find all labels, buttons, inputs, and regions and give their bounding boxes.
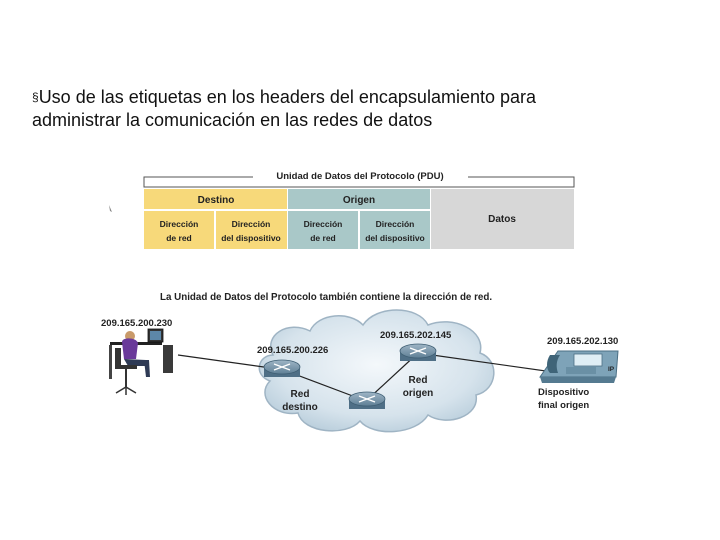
datos-label: Datos bbox=[488, 214, 516, 225]
dest-disp-line1: Dirección bbox=[232, 219, 271, 229]
orig-disp-line2: del dispositivo bbox=[365, 233, 425, 243]
dispositivo-line2: final origen bbox=[538, 400, 589, 411]
phone-ip: 209.165.202.130 bbox=[547, 336, 618, 347]
red-destino-line1: Red bbox=[291, 389, 310, 400]
phone-badge: IP bbox=[608, 366, 615, 373]
slide-text-line2: administrar la comunicación en las redes… bbox=[32, 110, 432, 130]
user-workstation-icon bbox=[109, 329, 173, 395]
ip-phone-icon: IP bbox=[540, 351, 618, 383]
slide-text-line1: Uso de las etiquetas en los headers del … bbox=[39, 87, 536, 107]
pdu-network-figure: Unidad de Datos del Protocolo (PDU) Dest… bbox=[88, 155, 633, 455]
router-destino-icon bbox=[264, 360, 300, 377]
dest-red-cell bbox=[144, 211, 214, 249]
orig-red-cell bbox=[288, 211, 358, 249]
orig-red-line1: Dirección bbox=[304, 219, 343, 229]
dest-red-line2: de red bbox=[166, 233, 192, 243]
router-dest-ip: 209.165.200.226 bbox=[257, 345, 328, 356]
dest-red-line1: Dirección bbox=[160, 219, 199, 229]
cursor-icon bbox=[109, 205, 112, 212]
dest-disp-line2: del dispositivo bbox=[221, 233, 281, 243]
router-origen-icon bbox=[400, 344, 436, 361]
pdu-title: Unidad de Datos del Protocolo (PDU) bbox=[276, 171, 443, 182]
orig-disp-cell bbox=[360, 211, 430, 249]
network-caption: La Unidad de Datos del Protocolo también… bbox=[160, 292, 492, 303]
orig-disp-line1: Dirección bbox=[376, 219, 415, 229]
red-origen-line2: origen bbox=[403, 388, 434, 399]
figure-svg: Unidad de Datos del Protocolo (PDU) Dest… bbox=[88, 155, 633, 455]
pdu-header: Unidad de Datos del Protocolo (PDU) bbox=[144, 167, 574, 187]
bullet-marker: § bbox=[32, 90, 39, 104]
red-origen-line1: Red bbox=[409, 375, 428, 386]
slide-text: §Uso de las etiquetas en los headers del… bbox=[32, 86, 672, 132]
dispositivo-line1: Dispositivo bbox=[538, 387, 589, 398]
destino-label: Destino bbox=[198, 195, 235, 206]
router-middle-icon bbox=[349, 392, 385, 409]
origen-label: Origen bbox=[343, 195, 375, 206]
red-destino-line2: destino bbox=[282, 402, 318, 413]
pc-ip: 209.165.200.230 bbox=[101, 318, 172, 329]
router-orig-ip: 209.165.202.145 bbox=[380, 330, 452, 341]
orig-red-line2: de red bbox=[310, 233, 336, 243]
dest-disp-cell bbox=[216, 211, 287, 249]
